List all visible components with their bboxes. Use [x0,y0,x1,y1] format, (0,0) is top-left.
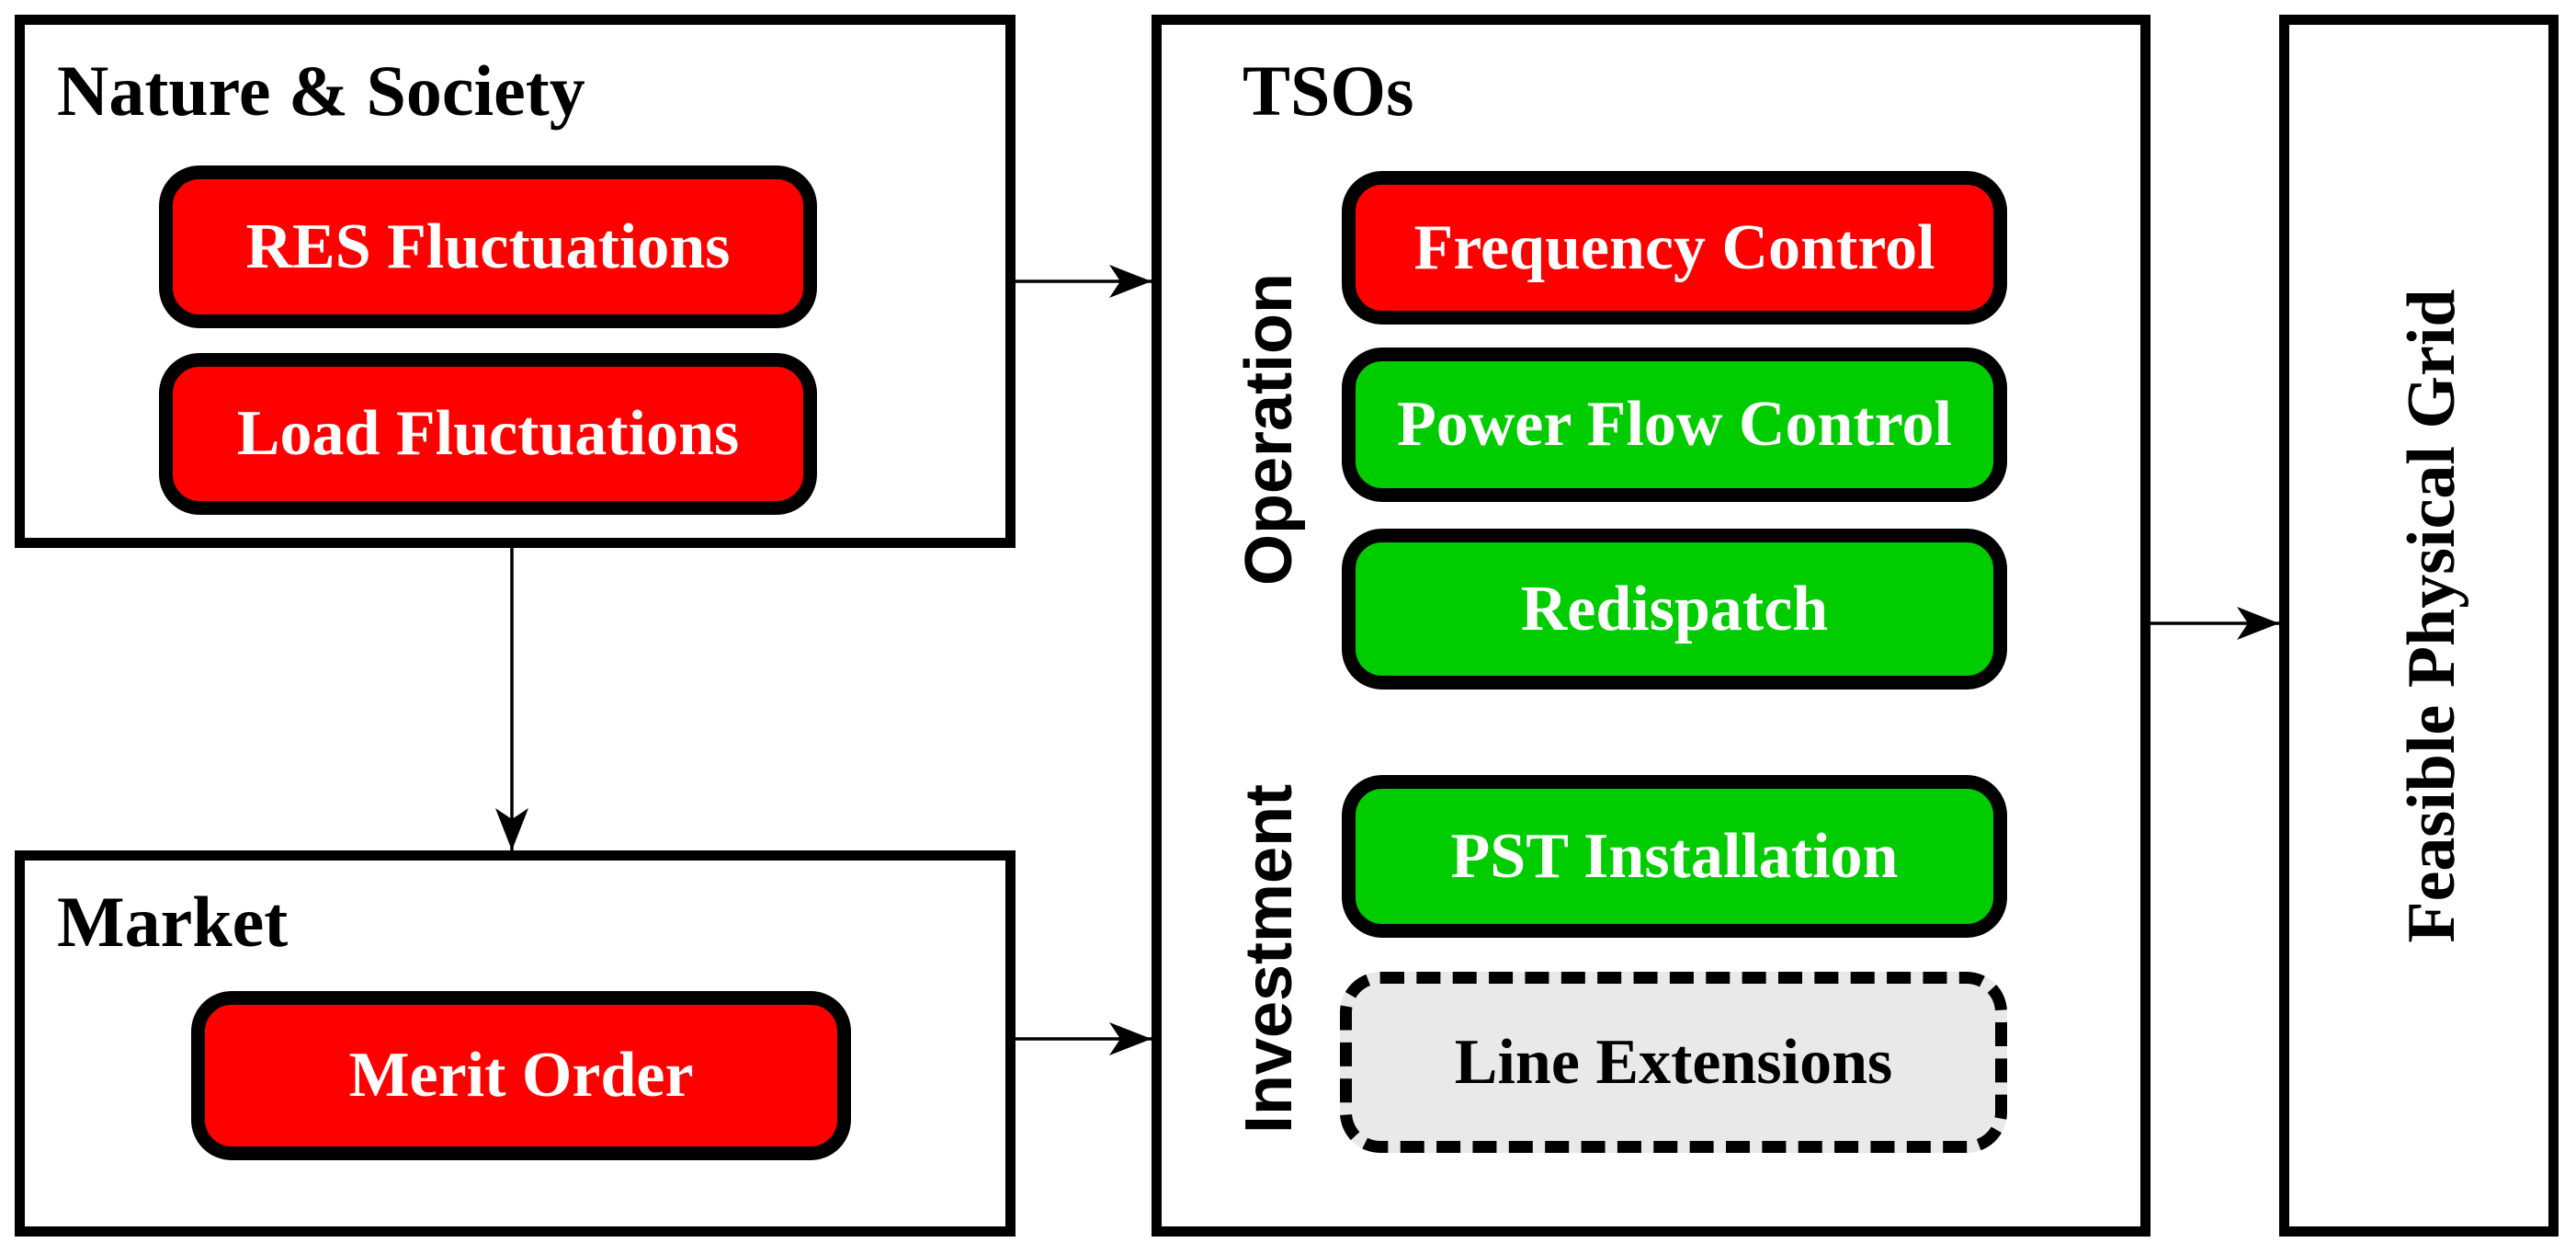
frequency-control-label: Frequency Control [1413,211,1935,283]
merit-order-label: Merit Order [348,1040,694,1111]
frequency-control-node: Frequency Control [1342,171,2007,325]
feasible-grid-title: Feasible Physical Grid [2393,289,2469,943]
load-fluctuations-label: Load Fluctuations [236,398,740,469]
power-flow-control-node: Power Flow Control [1342,348,2007,502]
tsos-title: TSOs [1243,51,1414,131]
redispatch-label: Redispatch [1520,573,1829,644]
res-fluctuations-node: RES Fluctuations [159,165,817,328]
power-flow-control-label: Power Flow Control [1397,389,1952,460]
load-fluctuations-node: Load Fluctuations [159,353,817,515]
res-fluctuations-label: RES Fluctuations [245,211,731,282]
feasible-grid-box [2279,15,2559,1237]
pst-installation-label: PST Installation [1450,820,1899,892]
redispatch-node: Redispatch [1342,529,2007,690]
nature-society-title: Nature & Society [57,51,585,131]
merit-order-node: Merit Order [191,991,851,1160]
investment-section-label: Investment [1232,783,1306,1134]
line-extensions-label: Line Extensions [1454,1026,1893,1098]
line-extensions-node: Line Extensions [1340,972,2007,1153]
market-title: Market [57,882,289,962]
pst-installation-node: PST Installation [1342,775,2007,938]
